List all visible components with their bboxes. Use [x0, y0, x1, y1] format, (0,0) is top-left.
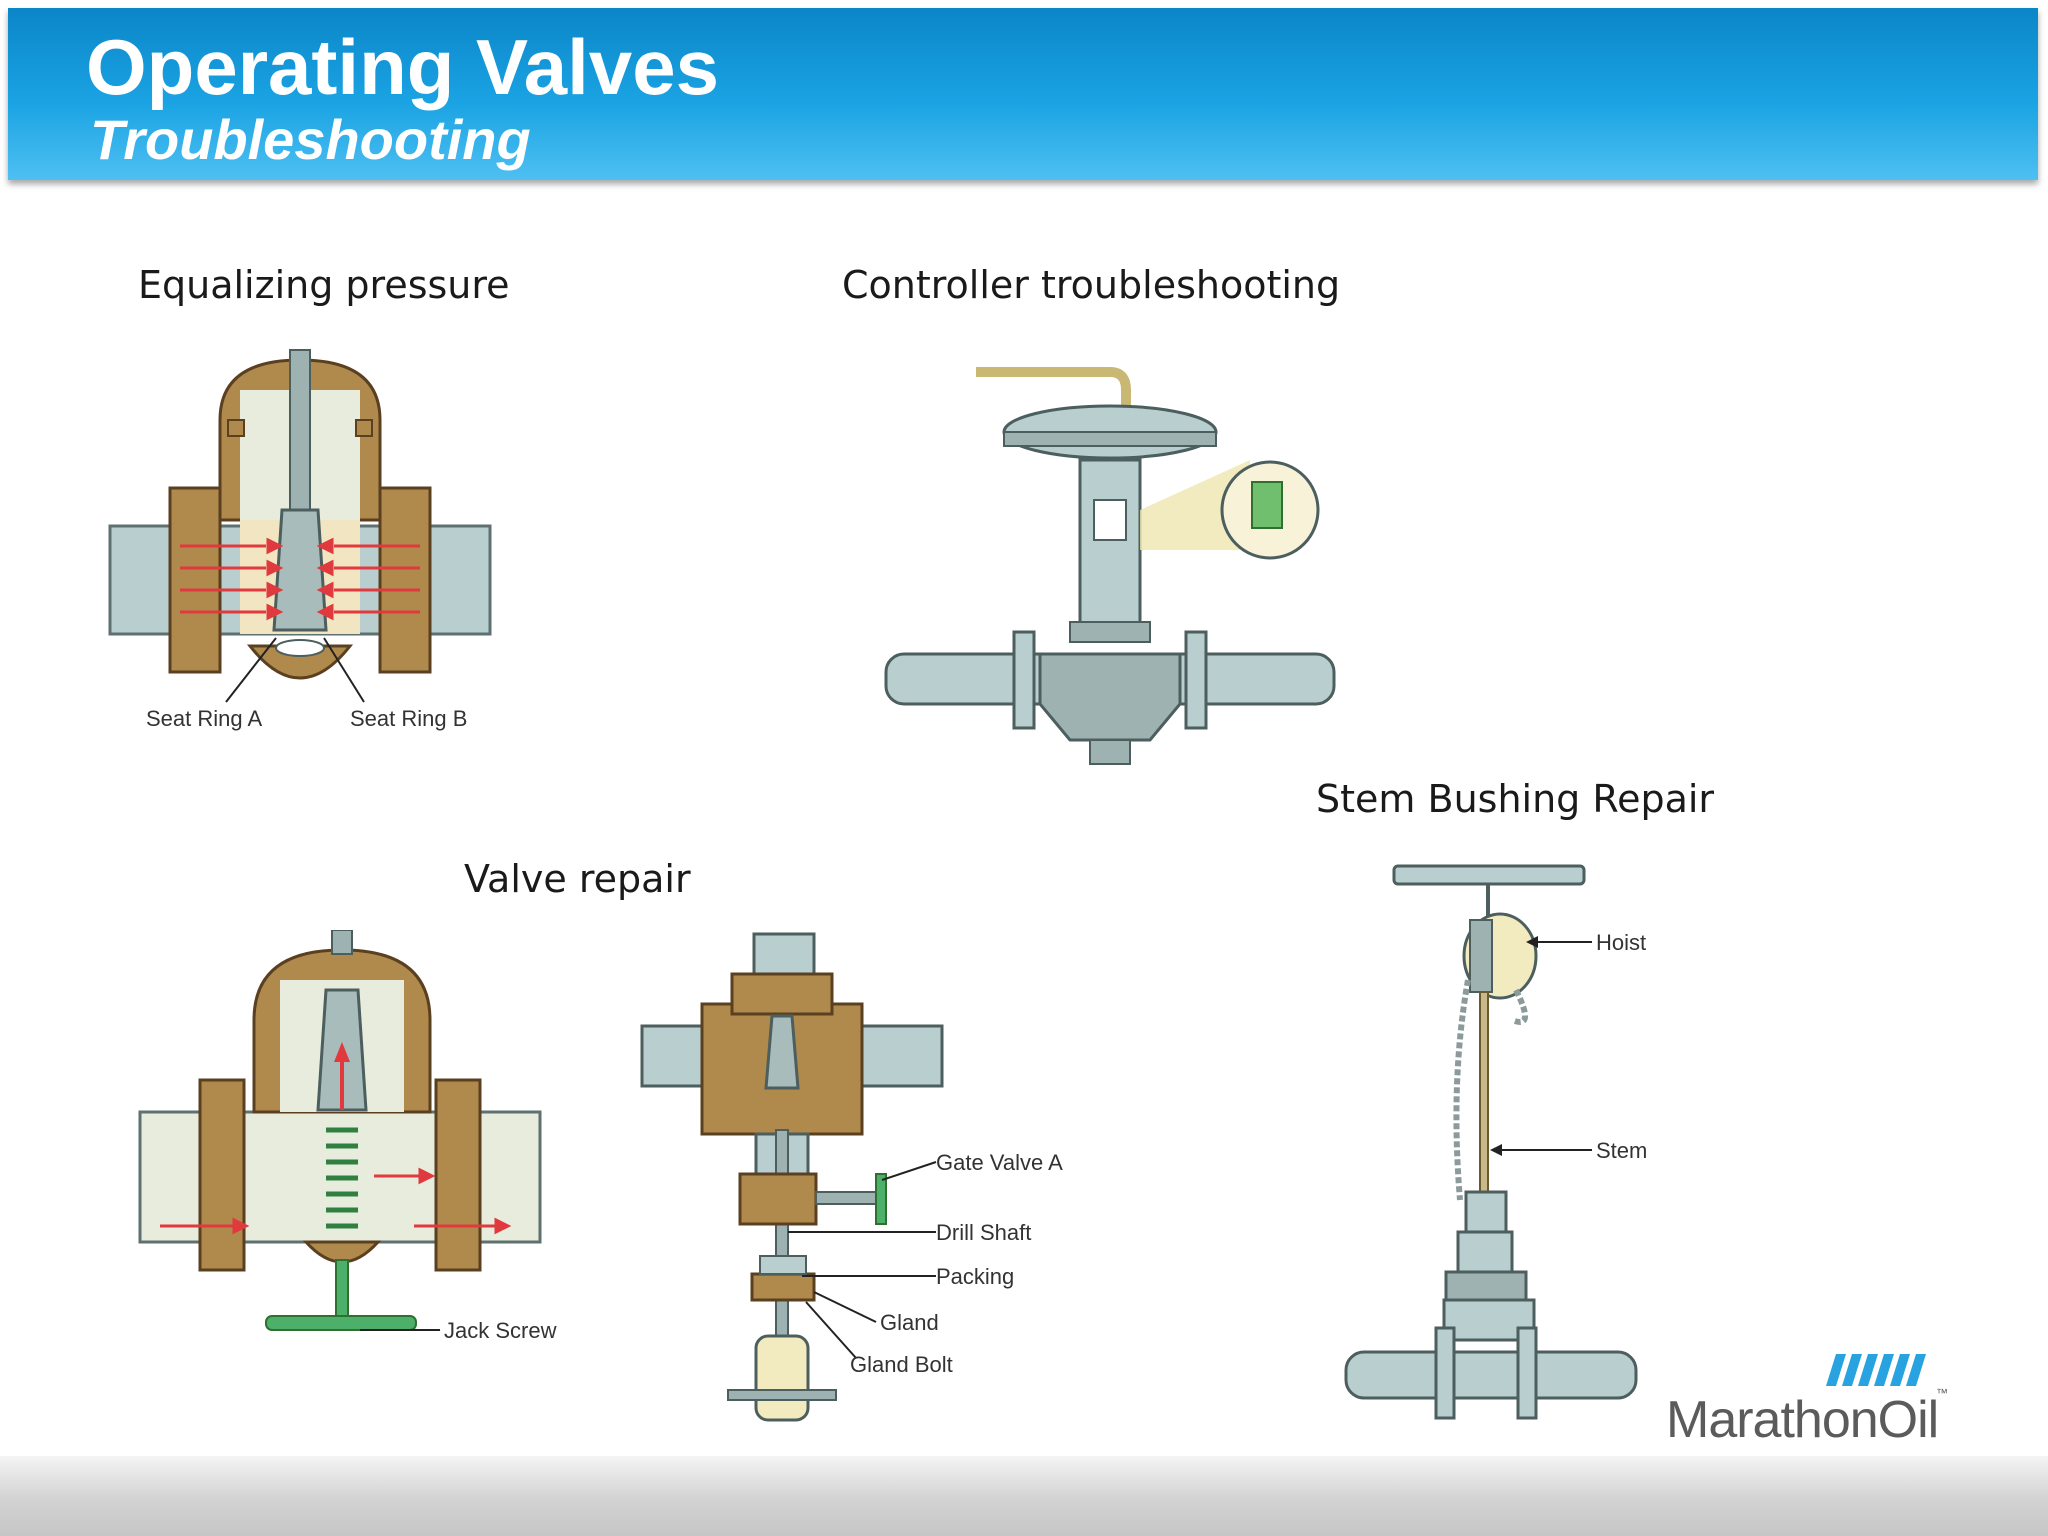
callout-jack-screw: Jack Screw [444, 1318, 557, 1343]
callout-seat-ring-a: Seat Ring A [146, 706, 263, 731]
label-stem-bushing-repair: Stem Bushing Repair [1316, 777, 1715, 821]
callout-drill-shaft: Drill Shaft [936, 1220, 1031, 1245]
callout-gland-bolt: Gland Bolt [850, 1352, 953, 1377]
header-banner: Operating Valves Troubleshooting [8, 8, 2038, 180]
page-title: Operating Valves [86, 23, 719, 111]
marathon-oil-logo-mark-icon [1826, 1354, 1926, 1386]
valve-repair-jack-screw-diagram: Jack Screw [138, 930, 557, 1343]
marathon-oil-wordmark: MarathonOil [1666, 1391, 1939, 1449]
controller-troubleshooting-diagram [884, 367, 1336, 765]
callout-seat-ring-b: Seat Ring B [350, 706, 467, 731]
callout-gland: Gland [880, 1310, 939, 1335]
callout-gate-valve-a: Gate Valve A [936, 1150, 1063, 1175]
equalizing-pressure-diagram: Seat Ring A Seat Ring B [108, 349, 492, 731]
callout-hoist: Hoist [1596, 930, 1646, 955]
footer-band [0, 1456, 2048, 1536]
callout-stem: Stem [1596, 1138, 1647, 1163]
callout-packing: Packing [936, 1264, 1014, 1289]
label-equalizing-pressure: Equalizing pressure [138, 263, 510, 307]
label-controller-troubleshooting: Controller troubleshooting [842, 263, 1341, 307]
stem-bushing-repair-diagram: Hoist Stem [1344, 864, 1647, 1420]
label-valve-repair: Valve repair [464, 857, 691, 901]
valve-repair-drill-diagram: Gate Valve A Drill Shaft Packing Gland G… [640, 932, 1063, 1422]
marathon-oil-logo: MarathonOil ™ [1666, 1346, 1996, 1446]
logo-trademark: ™ [1936, 1386, 1948, 1400]
page-subtitle: Troubleshooting [90, 108, 531, 171]
